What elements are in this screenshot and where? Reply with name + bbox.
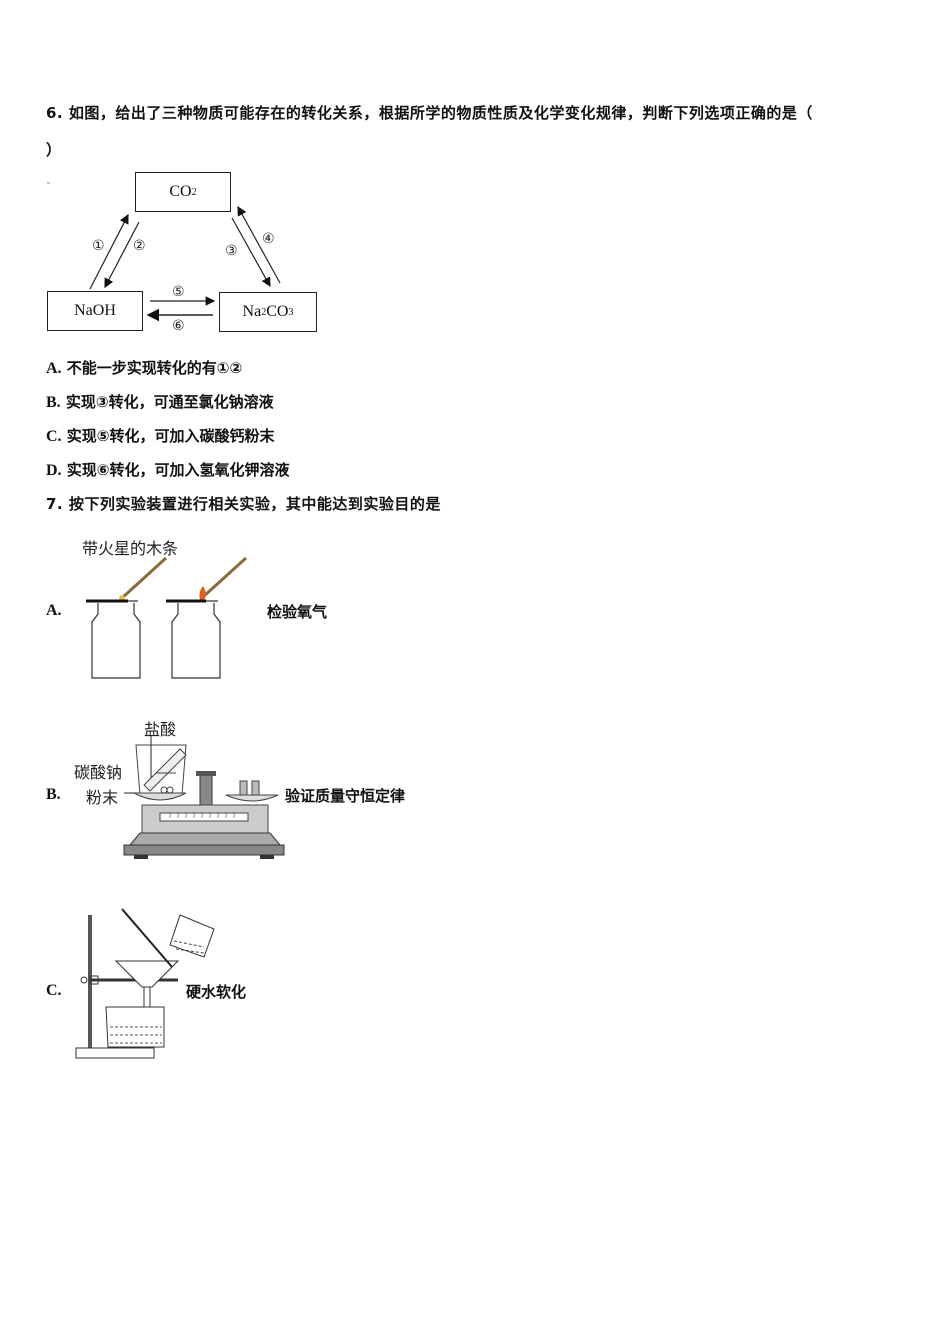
node-na2co3-sub: 2	[261, 306, 267, 318]
arrow-label-3: ③	[225, 243, 238, 259]
option-text: 实现⑤转化，可加入碳酸钙粉末	[66, 427, 275, 445]
node-na2co3-sub2: 3	[288, 306, 294, 318]
question-7-number: 7.	[46, 495, 64, 513]
option-letter: B.	[46, 786, 61, 803]
option-text: 实现③转化，可通至氯化钠溶液	[65, 393, 274, 411]
question-6-text: 如图，给出了三种物质可能存在的转化关系，根据所学的物质性质及化学变化规律，判断下…	[68, 104, 813, 122]
question-6-stem-line2: ）	[46, 141, 62, 159]
label-glowing-splint: 带火星的木条	[82, 539, 179, 558]
arrow-label-4: ④	[262, 231, 275, 247]
q6-option-b[interactable]: B. 实现③转化，可通至氯化钠溶液	[46, 391, 274, 412]
oxygen-test-figure	[86, 556, 248, 679]
label-sodium-carbonate: 碳酸钠	[74, 763, 123, 782]
balance-figure	[123, 735, 285, 859]
q7-option-a-letter[interactable]: A.	[46, 601, 62, 620]
q7-option-c-text: 硬水软化	[186, 983, 247, 1001]
arrow-label-5: ⑤	[172, 284, 185, 300]
label-powder: 粉末	[86, 788, 119, 807]
option-text: 不能一步实现转化的有①②	[66, 359, 243, 377]
arrow-label-6: ⑥	[172, 318, 185, 334]
arrow-label-2: ②	[133, 238, 146, 254]
node-na2co3-pre: Na	[242, 303, 262, 320]
option-letter: D.	[46, 462, 62, 479]
option-letter: C.	[46, 982, 62, 999]
option-letter: B.	[46, 394, 61, 411]
label-hydrochloric-acid: 盐酸	[144, 720, 177, 739]
diagram-arrows	[47, 182, 281, 322]
node-co2-text: CO	[169, 183, 192, 200]
option-letter: A.	[46, 360, 62, 377]
node-naoh-text: NaOH	[74, 302, 116, 319]
q6-option-c[interactable]: C. 实现⑤转化，可加入碳酸钙粉末	[46, 425, 275, 446]
option-letter: C.	[46, 428, 62, 445]
node-na2co3-post: CO	[266, 303, 289, 320]
q7-option-c-letter[interactable]: C.	[46, 981, 62, 1000]
q7-option-a-text: 检验氧气	[267, 603, 328, 621]
filtration-figure	[75, 908, 215, 1059]
arrow-label-1: ①	[92, 238, 105, 254]
q7-option-b-text: 验证质量守恒定律	[285, 787, 406, 805]
node-co2-sub: 2	[191, 186, 197, 198]
question-6-stem-line1: 6. 如图，给出了三种物质可能存在的转化关系，根据所学的物质性质及化学变化规律，…	[46, 102, 813, 123]
question-6-number: 6.	[46, 104, 64, 122]
option-text: 实现⑥转化，可加入氢氧化钾溶液	[66, 461, 290, 479]
q6-option-a[interactable]: A. 不能一步实现转化的有①②	[46, 357, 242, 378]
question-7-stem: 7. 按下列实验装置进行相关实验，其中能达到实验目的是	[46, 493, 441, 514]
q7-option-b-letter[interactable]: B.	[46, 785, 61, 804]
question-7-text: 按下列实验装置进行相关实验，其中能达到实验目的是	[68, 495, 441, 513]
option-letter: A.	[46, 602, 62, 619]
q6-option-d[interactable]: D. 实现⑥转化，可加入氢氧化钾溶液	[46, 459, 290, 480]
node-naoh: NaOH	[47, 291, 143, 331]
